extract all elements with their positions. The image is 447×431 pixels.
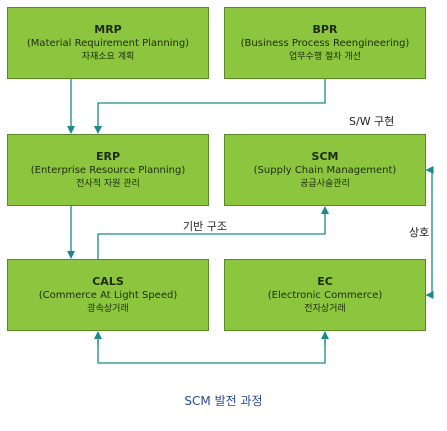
cals-title: CALS [92,275,124,288]
arrow-cals-ec-bottom [97,340,326,364]
scm-subtitle: (Supply Chain Management) [253,165,397,176]
erp-title: ERP [95,150,121,163]
cals-box: CALS (Commerce At Light Speed) 광속상거래 [7,259,209,331]
mrp-title: MRP [94,23,122,36]
ec-korean: 전자상거래 [304,304,346,314]
cals-korean: 광속상거래 [87,304,129,314]
mrp-subtitle: (Material Requirement Planning) [26,38,190,49]
ec-subtitle: (Electronic Commerce) [267,290,383,301]
cals-subtitle: (Commerce At Light Speed) [38,290,178,301]
scm-box: SCM (Supply Chain Management) 공급사슬관리 [224,134,426,206]
ec-box: EC (Electronic Commerce) 전자상거래 [224,259,426,331]
infrastructure-label: 기반 구조 [183,220,227,233]
bpr-korean: 업무수행 절차 개선 [289,52,361,62]
bpr-box: BPR (Business Process Reengineering) 업무수… [224,7,426,79]
bpr-title: BPR [312,23,338,36]
ec-title: EC [317,275,333,288]
erp-box: ERP (Enterprise Resource Planning) 전사적 자… [7,134,209,206]
mrp-box: MRP (Material Requirement Planning) 자재소요… [7,7,209,79]
arrow-bpr-to-erp [94,79,326,134]
mutual-label: 상호 [409,226,430,239]
erp-subtitle: (Enterprise Resource Planning) [30,165,186,176]
sw-implementation-label: S/W 구현 [349,115,395,128]
bpr-subtitle: (Business Process Reengineering) [240,38,410,49]
scm-title: SCM [311,150,339,163]
erp-korean: 전사적 자원 관리 [76,179,140,189]
figure-caption: SCM 발전 과정 [184,394,263,408]
mrp-korean: 자재소요 계획 [81,52,135,62]
scm-korean: 공급사슬관리 [300,179,350,189]
arrow-cals-to-scm [97,206,329,259]
